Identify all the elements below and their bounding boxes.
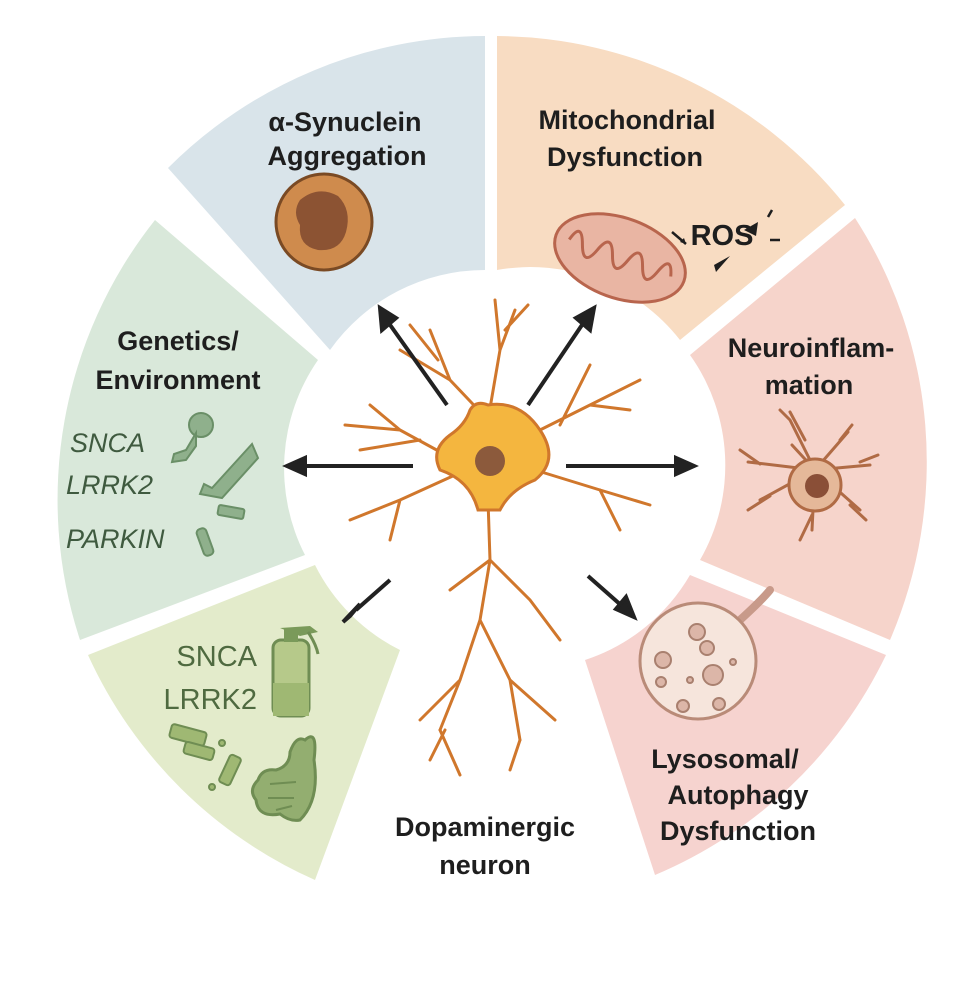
neuron-icon [343, 298, 652, 777]
segment-neuroinflammation-bg [690, 218, 927, 640]
arrow-to-mito [526, 320, 586, 407]
arrow-to-environment [354, 578, 392, 612]
arrow-to-lysosomal [586, 574, 624, 608]
neuroinflammation-title-line1: Neuroinflam- [728, 333, 895, 363]
arrow-head-lysosomal [612, 593, 638, 621]
gene-protein-icon [170, 412, 260, 557]
environment-gene-2: LRRK2 [164, 684, 258, 716]
genetics-gene-2: LRRK2 [66, 470, 153, 500]
mitochondrion-icon [553, 212, 687, 304]
protein-aggregate-icon [274, 172, 374, 272]
arrow-head-synuclein [377, 304, 400, 335]
center-label-line2: neuron [439, 850, 531, 880]
genetics-gene-1: SNCA [70, 428, 145, 458]
segment-genetics [57, 220, 318, 640]
arrow-head-neuroinflammation [674, 454, 699, 478]
lysosomal-title-line1: Lysosomal/ [651, 744, 799, 774]
synuclein-title-line1: α-Synuclein [268, 107, 421, 137]
microglia-icon [738, 408, 880, 542]
segment-environment-bg [88, 565, 400, 880]
arrow-head-genetics [282, 454, 307, 478]
synuclein-title-line2: Aggregation [268, 141, 427, 171]
genetics-title-line2: Environment [95, 365, 260, 395]
mito-title-line2: Dysfunction [547, 142, 703, 172]
arrow-head-mito [572, 304, 597, 334]
segment-genetics-bg [57, 220, 318, 640]
arrow-head-environment [341, 602, 362, 624]
gut-icon [251, 735, 317, 822]
arrow-to-synuclein [386, 320, 449, 407]
ros-burst-icon [671, 209, 780, 272]
environment-gene-1: SNCA [176, 641, 257, 673]
lysosome-icon [638, 586, 774, 721]
lysosomal-title-line3: Dysfunction [660, 816, 816, 846]
ros-label: ROS [691, 220, 754, 252]
arrows [282, 304, 699, 624]
genetics-title-line1: Genetics/ [117, 326, 239, 356]
genetics-gene-3: PARKIN [66, 524, 165, 554]
center-label-line1: Dopaminergic [395, 812, 575, 842]
spray-bottle-icon [271, 626, 320, 718]
segment-environment [88, 565, 400, 880]
mito-title-line1: Mitochondrial [539, 105, 716, 135]
pesticide-pellets-icon [168, 723, 242, 791]
lysosomal-title-line2: Autophagy [668, 780, 809, 810]
segment-neuroinflammation [690, 218, 927, 640]
neuroinflammation-title-line2: mation [765, 370, 854, 400]
